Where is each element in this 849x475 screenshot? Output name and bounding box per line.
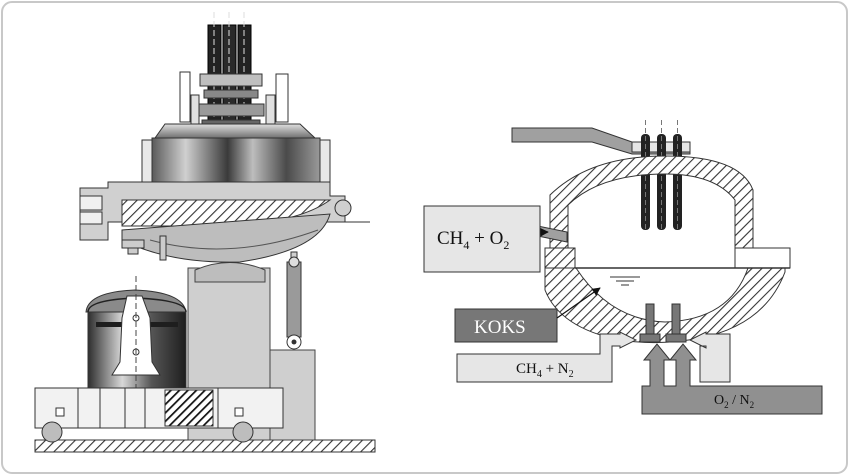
ch4-n2-label: CH4 + N2 <box>516 361 574 380</box>
car-wheel-right <box>232 421 254 443</box>
car-wheel-left <box>41 421 63 443</box>
furnace-roof-section <box>549 155 754 251</box>
floor-hatch <box>34 439 376 453</box>
electrode-clamp-lower <box>197 103 265 117</box>
gas-inlet-box <box>423 205 541 273</box>
eaf-schematic: CH4 + O2 KOKS CH4 + N2 O2 / N2 <box>423 120 823 415</box>
gas-inlet-label: CH4 + O2 <box>437 228 509 252</box>
coke-box <box>454 308 558 343</box>
coke-label: KOKS <box>474 317 526 338</box>
electrode-clamp-upper <box>199 73 263 87</box>
spout-knob <box>334 199 352 217</box>
car-hatched-block <box>164 389 214 427</box>
arc-furnace-illustration <box>34 12 376 453</box>
ch4-n2-pipe <box>456 331 638 383</box>
mast-left <box>179 71 191 123</box>
o2-n2-pipe <box>641 343 823 415</box>
furnace-roof <box>154 123 317 139</box>
furnace-shell <box>151 137 321 191</box>
column-cap <box>194 262 266 283</box>
hydraulic-cylinder <box>286 261 302 338</box>
o2-n2-label: O2 / N2 <box>714 393 754 410</box>
tilting-rocker <box>121 213 331 263</box>
mast-right <box>275 73 289 123</box>
tuyere-right <box>671 303 681 335</box>
tuyere-left <box>645 303 655 335</box>
